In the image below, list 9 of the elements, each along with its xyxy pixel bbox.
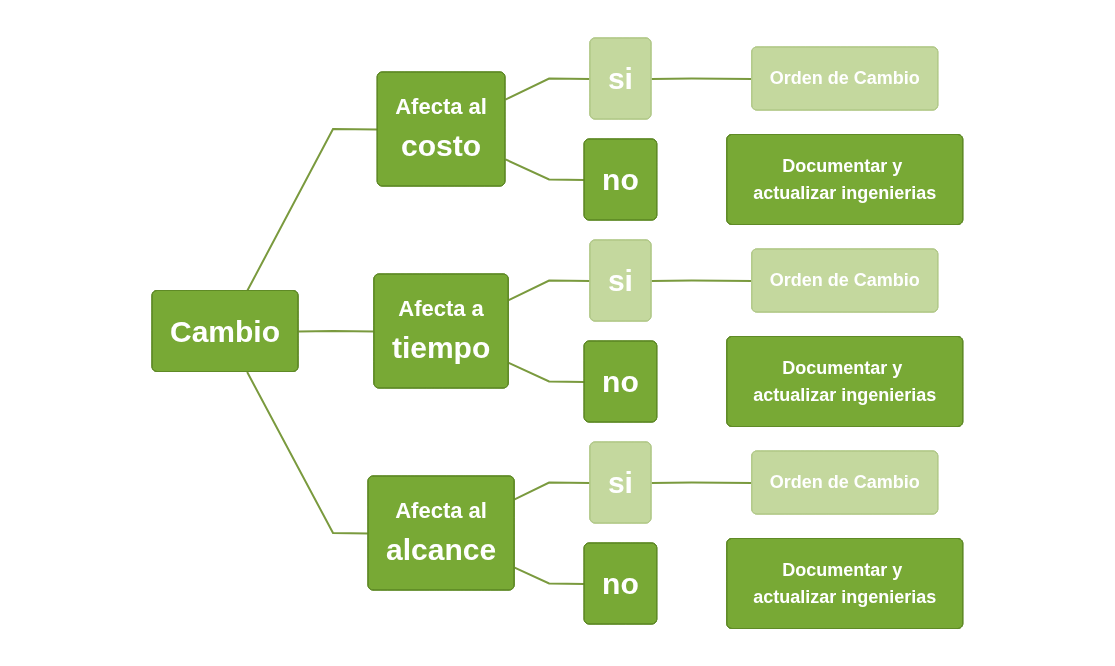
connector xyxy=(513,566,586,585)
connector xyxy=(504,77,592,101)
connector xyxy=(504,158,586,181)
connector xyxy=(507,279,592,301)
connector xyxy=(246,370,370,535)
connector xyxy=(513,481,592,501)
connector xyxy=(246,127,379,292)
connector xyxy=(507,361,586,383)
connector xyxy=(297,329,376,333)
